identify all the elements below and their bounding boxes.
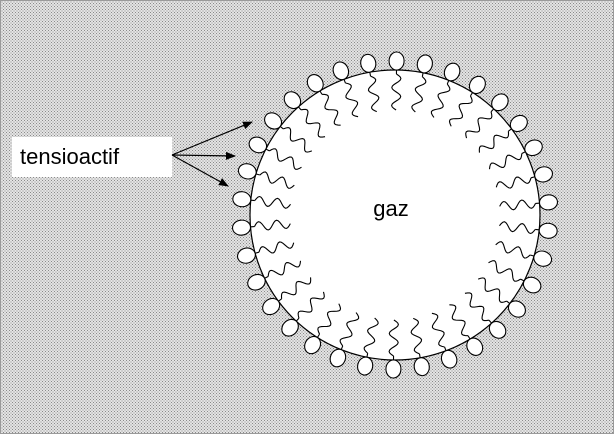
surfactant-head <box>332 61 350 81</box>
surfactant-head <box>248 136 268 154</box>
surfactant-head <box>262 297 281 316</box>
surfactant-label: tensioactif <box>20 144 120 169</box>
surfactant-head <box>304 335 322 355</box>
surfactant-tail <box>283 127 313 153</box>
surfactant-tail <box>488 260 521 282</box>
surfactant-head <box>232 191 252 208</box>
surfactant-tail <box>253 219 291 231</box>
surfactant-tail <box>449 304 469 337</box>
surfactant-tail <box>345 82 359 118</box>
surfactant-tail <box>317 303 342 335</box>
surfactant-head <box>507 300 526 318</box>
surfactant-tail <box>254 195 291 209</box>
surfactant-tail <box>321 93 341 126</box>
surfactant-tail <box>267 260 302 277</box>
surfactant-tail <box>258 241 295 254</box>
gas-label: gaz <box>373 196 408 221</box>
surfactant-tail <box>495 176 532 189</box>
surfactant-tail <box>297 291 325 319</box>
surfactant-tail <box>478 131 510 153</box>
surfactant-head <box>443 62 461 82</box>
surfactant-tail <box>259 171 295 189</box>
surfactant-head <box>538 222 558 239</box>
surfactant-head <box>360 53 377 73</box>
surfactant-tail <box>410 317 423 355</box>
surfactant-tail <box>363 317 379 354</box>
surfactant-head <box>491 93 509 112</box>
surfactant-head <box>264 112 283 130</box>
surfactant-head <box>534 166 554 183</box>
surfactant-head <box>231 219 252 236</box>
surfactant-head <box>329 348 347 368</box>
surfactant-tail <box>499 221 536 235</box>
surfactant-head <box>357 356 374 376</box>
surfactant-head <box>440 349 458 369</box>
surfactant-tail <box>499 199 537 211</box>
surfactant-tail <box>488 153 523 170</box>
surfactant-tail <box>495 241 531 259</box>
arrow-lower <box>171 154 229 187</box>
surfactant-head <box>488 320 507 339</box>
arrow-upper <box>171 121 253 156</box>
surfactant-head <box>385 359 402 379</box>
surfactant-tail <box>464 292 489 322</box>
surfactant-head <box>306 74 324 93</box>
surfactant-head <box>416 54 433 74</box>
surfactant-tail <box>301 108 326 138</box>
surfactant-head <box>533 250 553 267</box>
surfactant-tail <box>431 312 445 348</box>
surfactant-tail <box>388 319 399 357</box>
surfactant-tail <box>269 148 302 170</box>
surfactant-head <box>466 337 484 356</box>
surfactant-tail <box>280 277 312 299</box>
surfactant-head <box>237 163 257 180</box>
surfactant-tail <box>465 111 493 139</box>
surfactant-head <box>388 51 405 71</box>
surfactant-head <box>283 91 302 110</box>
surfactant-head <box>413 357 430 377</box>
surfactant-tail <box>391 73 402 111</box>
surfactant-layer <box>231 51 559 379</box>
surfactant-tail <box>448 95 473 127</box>
surfactant-head <box>524 139 543 157</box>
surfactant-label-box <box>12 137 172 177</box>
surfactant-head <box>538 194 559 211</box>
surfactant-tail <box>430 83 451 118</box>
surfactant-tail <box>477 277 507 303</box>
surfactant-head <box>468 75 486 95</box>
surfactant-head <box>247 273 266 291</box>
arrow-middle <box>171 151 236 160</box>
surfactant-tail <box>367 75 380 113</box>
surfactant-head <box>281 318 299 337</box>
surfactant-tail <box>339 312 360 347</box>
surfactant-tail <box>411 76 427 113</box>
surfactant-head <box>522 276 542 294</box>
surfactant-head <box>509 114 528 133</box>
pointer-arrows <box>171 121 253 187</box>
surfactant-head <box>236 247 256 264</box>
